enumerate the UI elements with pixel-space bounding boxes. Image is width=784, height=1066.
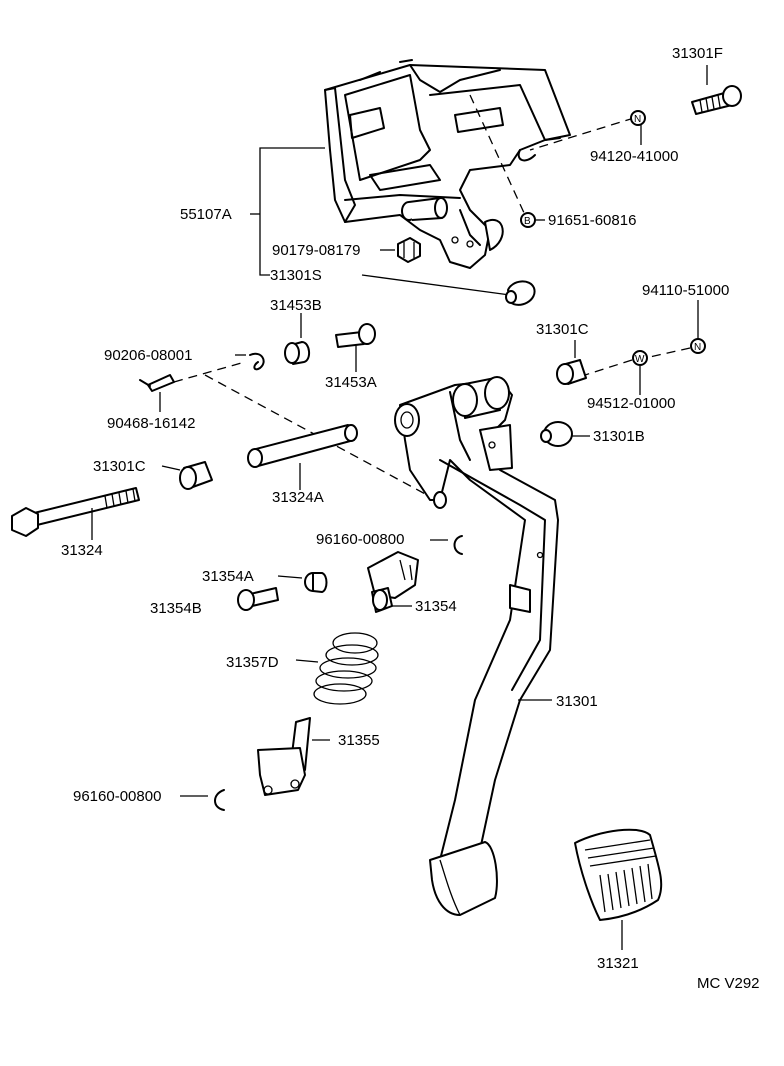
pedal-arm-31301-drawing (394, 376, 559, 916)
part-label-90179-08179: 90179-08179 (272, 242, 361, 259)
nut-symbol-icon (630, 110, 646, 126)
part-label-31354A: 31354A (202, 568, 254, 585)
bushing-31301C-top-drawing (556, 359, 587, 385)
part-label-31301C-top: 31301C (536, 321, 589, 338)
part-label-31324A: 31324A (272, 489, 324, 506)
svg-text:N: N (634, 114, 641, 125)
part-label-31321: 31321 (597, 955, 639, 972)
part-label-31354: 31354 (415, 598, 457, 615)
pin-31354B-drawing (237, 587, 279, 611)
pin-31453A-drawing (335, 323, 376, 348)
bushing-31453B-drawing (284, 341, 310, 365)
part-label-31301: 31301 (556, 693, 598, 710)
spring-31357D-drawing (313, 632, 379, 705)
diagram-reference-code: MC V292 (697, 975, 760, 992)
part-label-55107A: 55107A (180, 206, 232, 223)
bolt-31324-drawing (11, 487, 140, 537)
bracket-31355-drawing (257, 717, 311, 796)
e-clip-bottom-drawing (214, 789, 225, 811)
bushing-31354A-drawing (304, 572, 328, 593)
part-label-31453A: 31453A (325, 374, 377, 391)
washer-symbol-icon (632, 350, 648, 366)
part-label-31453B: 31453B (270, 297, 322, 314)
part-label-94512-01000: 94512-01000 (587, 395, 676, 412)
bumper-31301B-drawing (540, 421, 573, 447)
part-label-31301F: 31301F (672, 45, 723, 62)
nut-90179-drawing (397, 237, 421, 263)
part-label-31324: 31324 (61, 542, 103, 559)
bushing-31301C-left-drawing (179, 461, 213, 490)
part-label-91651-60816: 91651-60816 (548, 212, 637, 229)
part-label-31354B: 31354B (150, 600, 202, 617)
part-label-31301B: 31301B (593, 428, 645, 445)
pedal-bracket-drawing (324, 59, 571, 269)
part-label-31357D: 31357D (226, 654, 279, 671)
sleeve-31324A-drawing (247, 424, 358, 468)
svg-text:B: B (524, 216, 531, 227)
part-label-96160-00800-bottom: 96160-00800 (73, 788, 162, 805)
clip-90206-drawing (249, 352, 265, 371)
part-label-31301S: 31301S (270, 267, 322, 284)
part-label-90468-16142: 90468-16142 (107, 415, 196, 432)
bolt-symbol-icon (520, 212, 536, 228)
part-label-90206-08001: 90206-08001 (104, 347, 193, 364)
part-label-31355: 31355 (338, 732, 380, 749)
pedal-pad-31321-drawing (574, 828, 663, 921)
part-label-31301C-left: 31301C (93, 458, 146, 475)
e-clip-top-drawing (453, 535, 463, 555)
bolt-31301F-drawing (691, 85, 742, 115)
cotter-pin-90468-drawing (139, 374, 175, 392)
svg-text:W: W (635, 354, 645, 365)
nut-symbol-icon-2 (690, 338, 706, 354)
retainer-31354-drawing (367, 551, 419, 613)
part-label-94120-41000: 94120-41000 (590, 148, 679, 165)
part-label-94110-51000: 94110-51000 (642, 282, 730, 299)
bumper-31301S-drawing (505, 280, 536, 306)
part-label-96160-00800-top: 96160-00800 (316, 531, 405, 548)
svg-text:N: N (694, 342, 701, 353)
